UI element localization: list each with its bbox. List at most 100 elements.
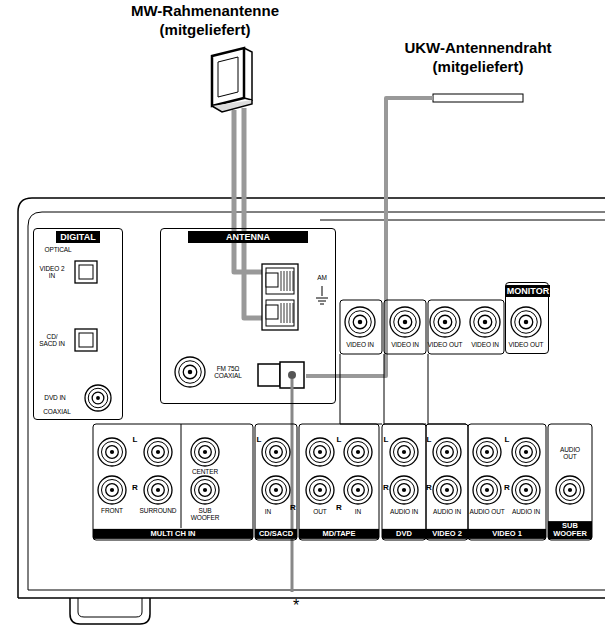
video-group-box — [384, 300, 426, 354]
jack-label: CENTER — [192, 468, 218, 475]
jack-ring — [270, 446, 283, 459]
jack-ring — [152, 484, 165, 497]
section-bar: DVD — [382, 529, 426, 539]
jack-outer — [473, 476, 501, 504]
jack-ring — [478, 315, 492, 329]
part-name: MW-Rahmenantenne (mitgeliefert) — [123, 2, 288, 40]
jack-outer — [85, 385, 111, 411]
jack-pin — [358, 320, 363, 325]
jack-ring — [349, 311, 372, 334]
am-terminal — [266, 300, 294, 326]
jack-ring — [348, 480, 369, 501]
jack-ring — [520, 484, 533, 497]
terminal-grip-stroke — [287, 271, 288, 291]
jack-pin — [524, 488, 528, 492]
jack-outer — [470, 307, 500, 337]
jack-label: SUB WOOFER — [190, 507, 220, 521]
jack-outer — [98, 438, 126, 466]
jack-pin — [445, 488, 449, 492]
jack-ring — [520, 446, 533, 459]
jack-outer — [433, 438, 461, 466]
terminal-grip-stroke — [284, 303, 285, 323]
jack-ring — [348, 442, 369, 463]
am-terminal — [266, 268, 294, 294]
channel-label: L — [133, 436, 138, 445]
jack-label: VIDEO IN — [346, 341, 374, 348]
chassis-foot — [70, 598, 150, 624]
channel-label: L — [384, 436, 389, 445]
jack-label: AUDIO IN — [390, 508, 418, 515]
port-label: COAXIAL — [43, 408, 70, 415]
jack-ring — [102, 442, 123, 463]
jack-label: IN — [265, 508, 271, 515]
fm-antenna-wire — [306, 98, 433, 376]
f-connector-center — [288, 371, 296, 379]
jack-outer — [344, 438, 372, 466]
jack-ring — [195, 442, 216, 463]
jack-ring — [481, 446, 494, 459]
jack-ring — [438, 315, 452, 329]
optical-port — [75, 329, 97, 351]
jack-pin — [203, 488, 207, 492]
terminal-grip-stroke — [281, 271, 282, 291]
jack-pin — [110, 450, 114, 454]
audio-group-box — [382, 424, 426, 540]
jack-outer — [98, 476, 126, 504]
jack-label: VIDEO OUT — [428, 341, 463, 348]
port-label: DVD IN — [39, 394, 71, 401]
jack-pin — [568, 488, 572, 492]
leader-line — [291, 379, 294, 592]
panel-heading: DIGITAL — [56, 231, 100, 243]
jack-pin — [318, 488, 322, 492]
jack-ring — [394, 480, 415, 501]
jack-ring — [394, 442, 415, 463]
antenna-panel: ANTENNA — [160, 228, 336, 404]
jack-pin — [203, 450, 207, 454]
jack-ring — [195, 480, 216, 501]
jack-outer — [191, 476, 219, 504]
video-group-box — [340, 300, 382, 354]
channel-label: R — [426, 484, 432, 493]
jack-outer — [344, 476, 372, 504]
audio-group-box — [299, 424, 379, 540]
jack-outer — [390, 438, 418, 466]
channel-label: L — [257, 436, 262, 445]
terminal-label: FM 75Ω COAXIAL — [212, 365, 244, 379]
jack-pin — [356, 488, 360, 492]
jack-outer — [430, 307, 460, 337]
jack-ring — [441, 446, 454, 459]
jack-pin — [524, 450, 528, 454]
audio-group-box — [93, 424, 253, 540]
jack-label: FRONT — [101, 507, 123, 514]
jack-pin — [356, 450, 360, 454]
jack-label: AUDIO OUT — [469, 508, 504, 515]
port-label: OPTICAL — [44, 246, 71, 253]
chassis-bottom — [18, 597, 605, 599]
jack-pin — [402, 488, 406, 492]
jack-label: AUDIO OUT — [555, 446, 585, 460]
channel-label: R — [336, 504, 342, 513]
loop-antenna-inner — [218, 57, 238, 97]
loop-antenna-side — [244, 48, 252, 100]
jack-label: AUDIO IN — [512, 508, 540, 515]
jack-ring — [398, 484, 411, 497]
ground-symbol — [316, 298, 328, 304]
jack-outer — [191, 438, 219, 466]
group-divider — [428, 354, 466, 424]
jack-ring — [441, 484, 454, 497]
jack-label: VIDEO IN — [391, 341, 419, 348]
optical-port — [75, 261, 97, 283]
am-ground-lead — [322, 286, 323, 296]
jack-ring — [519, 315, 533, 329]
jack-ring — [481, 484, 494, 497]
jack-label: OUT — [313, 508, 326, 515]
jack-pin — [485, 488, 489, 492]
jack-ring — [394, 311, 417, 334]
audio-group-box — [426, 424, 468, 540]
jack-ring — [183, 365, 197, 379]
group-divider — [384, 354, 426, 424]
terminal-grip-stroke — [287, 303, 288, 323]
jack-ring — [398, 446, 411, 459]
chassis-outline — [18, 198, 605, 598]
